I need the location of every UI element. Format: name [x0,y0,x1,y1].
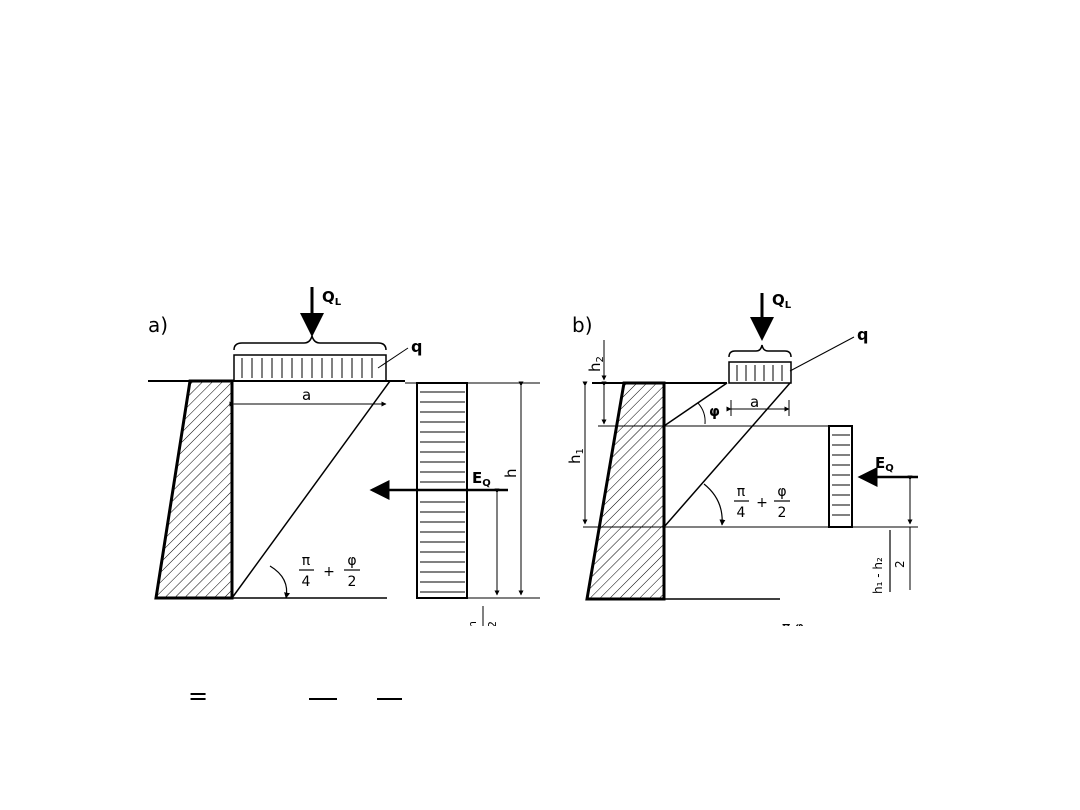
angle-formula-b: π 4 + φ 2 [734,484,790,521]
failure-plane-b [663,382,791,528]
offset-den-b: 2 [893,560,907,568]
angle-arc-a [269,565,290,599]
surcharge-b [728,361,792,384]
figure-b: b) φ π 4 + φ 2 [566,291,918,636]
q-leader-a [377,347,409,369]
svg-text:φ: φ [777,484,786,500]
brace-b [728,344,792,358]
wall-a [154,379,234,600]
surcharge-label-b: q [857,325,868,344]
failure-plane-a [231,380,391,599]
q-leader-b [789,336,855,372]
svg-text:2: 2 [778,505,787,521]
surcharge-arrows-b [736,365,783,381]
brace-a [233,333,387,351]
scan-crop-mask [140,626,940,666]
surcharge-a [233,354,387,382]
phi-label-b: φ [709,404,720,420]
phi-line-b [663,382,728,427]
svg-text:2: 2 [348,574,357,590]
h2-label-b: h2 [586,356,606,372]
pressure-arrows-a [420,391,465,593]
svg-text:π: π [302,553,311,569]
fraction-bar-1 [309,698,337,700]
offset-den-a: 2 [486,621,499,628]
svg-text:φ: φ [347,553,356,569]
force-label-b: EQ [875,454,894,474]
svg-text:4: 4 [302,574,311,590]
load-label-a: QL [322,288,342,308]
panel-label-a: a) [148,313,168,337]
width-label-a: a [302,386,311,404]
svg-text:+: + [756,495,768,511]
force-label-a: EQ [472,469,491,489]
svg-text:4: 4 [737,505,746,521]
height-label-a: h [502,468,520,478]
load-label-b: QL [772,291,792,311]
panel-label-b: b) [572,313,593,337]
pressure-arrows-b [832,434,850,516]
surcharge-arrows-a [241,358,373,378]
angle-formula-a: π 4 + φ 2 [299,553,360,590]
fraction-bar-2 [377,698,402,700]
figure-a: a) π 4 + φ 2 [148,287,540,628]
h1-label-b: h1 [566,448,586,464]
wall-b [585,381,666,601]
width-label-b: a [750,393,759,411]
pressure-diagram-b [828,425,853,528]
offset-num-a: h [466,621,479,628]
svg-text:+: + [323,564,335,580]
offset-num-b: h₁ - h₂ [871,557,885,594]
formula-equals: = [188,682,209,710]
surcharge-label-a: q [411,337,422,356]
svg-text:π: π [737,484,746,500]
angle-arc-b [703,483,726,526]
